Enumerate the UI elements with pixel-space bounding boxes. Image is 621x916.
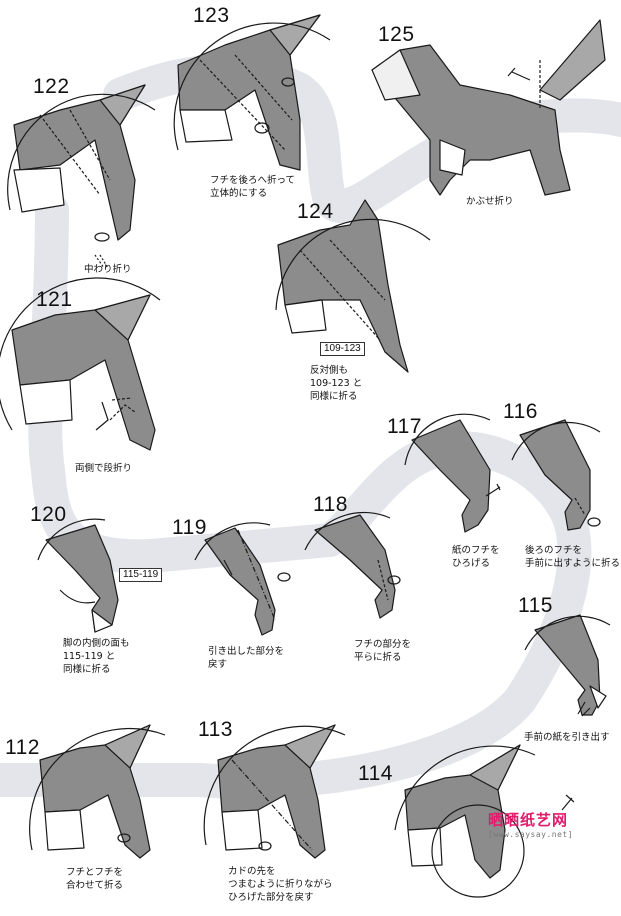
step-123-figure (173, 14, 331, 171)
step-number-125: 125 (378, 23, 415, 46)
step-number-120: 120 (30, 503, 67, 526)
step-number-113: 113 (198, 718, 233, 741)
step-112-figure (29, 724, 166, 859)
step-number-118: 118 (313, 493, 348, 516)
step-125-figure (371, 19, 606, 196)
step-124-reference-box: 109-123 (320, 342, 365, 356)
step-122-caption: 中わり折り (84, 264, 132, 275)
step-124-figure (275, 199, 431, 373)
step-120-figure (37, 518, 119, 633)
step-120-caption: 脚の内側の面も 115-119 と 同様に折る (63, 638, 130, 675)
step-number-114: 114 (358, 762, 393, 785)
step-117-caption: 紙のフチを ひろげる (452, 545, 500, 569)
step-112-caption: フチとフチを 合わせて折る (66, 867, 124, 891)
step-113-figure (203, 724, 346, 859)
step-113-caption: カドの先を つまむように折りながら ひろげた部分を戻す (228, 866, 333, 903)
step-115-figure (524, 614, 611, 717)
step-119-figure (194, 522, 291, 636)
step-number-117: 117 (387, 415, 422, 438)
watermark-title: 晒晒纸艺网 (488, 811, 569, 829)
step-117-figure (404, 413, 501, 533)
step-124-caption: 反対側も 109-123 と 同様に折る (310, 365, 363, 402)
step-114-figure (394, 744, 575, 898)
step-number-122: 122 (33, 75, 70, 98)
step-number-112: 112 (5, 736, 40, 759)
step-number-124: 124 (297, 200, 334, 223)
step-120-reference-box: 115-119 (119, 568, 163, 582)
step-number-119: 119 (172, 516, 207, 539)
watermark-url: [www.saysay.net] (488, 830, 574, 839)
step-number-121: 121 (36, 288, 73, 311)
step-125-caption: かぶせ折り (466, 196, 514, 207)
step-115-caption: 手前の紙を引き出す (524, 732, 610, 743)
step-121-figure (0, 277, 161, 451)
step-number-115: 115 (518, 594, 553, 617)
step-116-figure (511, 419, 601, 531)
step-number-116: 116 (503, 400, 538, 423)
step-116-caption: 後ろのフチを 手前に出すように折る (525, 545, 621, 569)
step-121-caption: 両側で段折り (75, 463, 133, 474)
step-118-figure (304, 511, 401, 619)
step-123-caption: フチを後ろへ折って 立体的にする (210, 175, 296, 199)
step-119-caption: 引き出した部分を 戻す (208, 646, 285, 670)
watermark: 晒晒纸艺网 [www.saysay.net] (488, 809, 573, 839)
pleat-arrow-marks (59, 559, 233, 604)
step-118-caption: フチの部分を 平らに折る (354, 639, 412, 663)
step-number-123: 123 (193, 4, 230, 27)
step-122-figure (7, 84, 156, 269)
